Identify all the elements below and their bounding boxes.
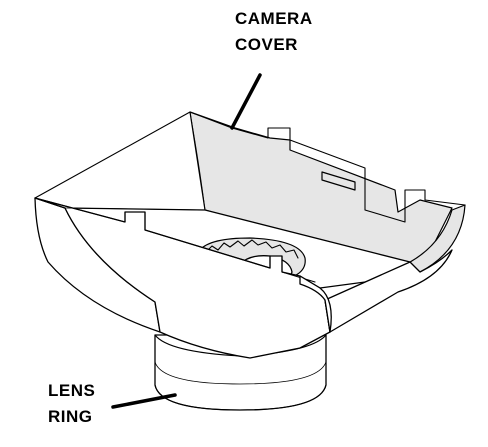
cover-floor-edge <box>64 207 206 211</box>
lens-opening-teeth <box>205 239 299 259</box>
cover-slot-tab <box>321 171 356 191</box>
camera-cover <box>34 111 466 359</box>
cover-front-right-cap <box>299 275 332 333</box>
cover-left-crease <box>189 111 206 211</box>
cover-back-rim <box>34 111 466 223</box>
camera-cover-leader-line <box>230 73 262 130</box>
cover-front-rim <box>34 197 316 283</box>
lens-ring-label-line2: RING <box>48 407 93 426</box>
lens-ring-callout: LENS RING <box>48 381 95 426</box>
lens-ring-band-line <box>154 361 327 385</box>
camera-cover-label-line2: COVER <box>235 35 298 54</box>
camera-cover-callout: CAMERA COVER <box>235 9 313 54</box>
camera-cover-label-line1: CAMERA <box>235 9 313 28</box>
cover-right-lower-wall <box>324 249 453 333</box>
lens-ring-leader-line <box>111 393 177 409</box>
lens-ring-label-line1: LENS <box>48 381 95 400</box>
